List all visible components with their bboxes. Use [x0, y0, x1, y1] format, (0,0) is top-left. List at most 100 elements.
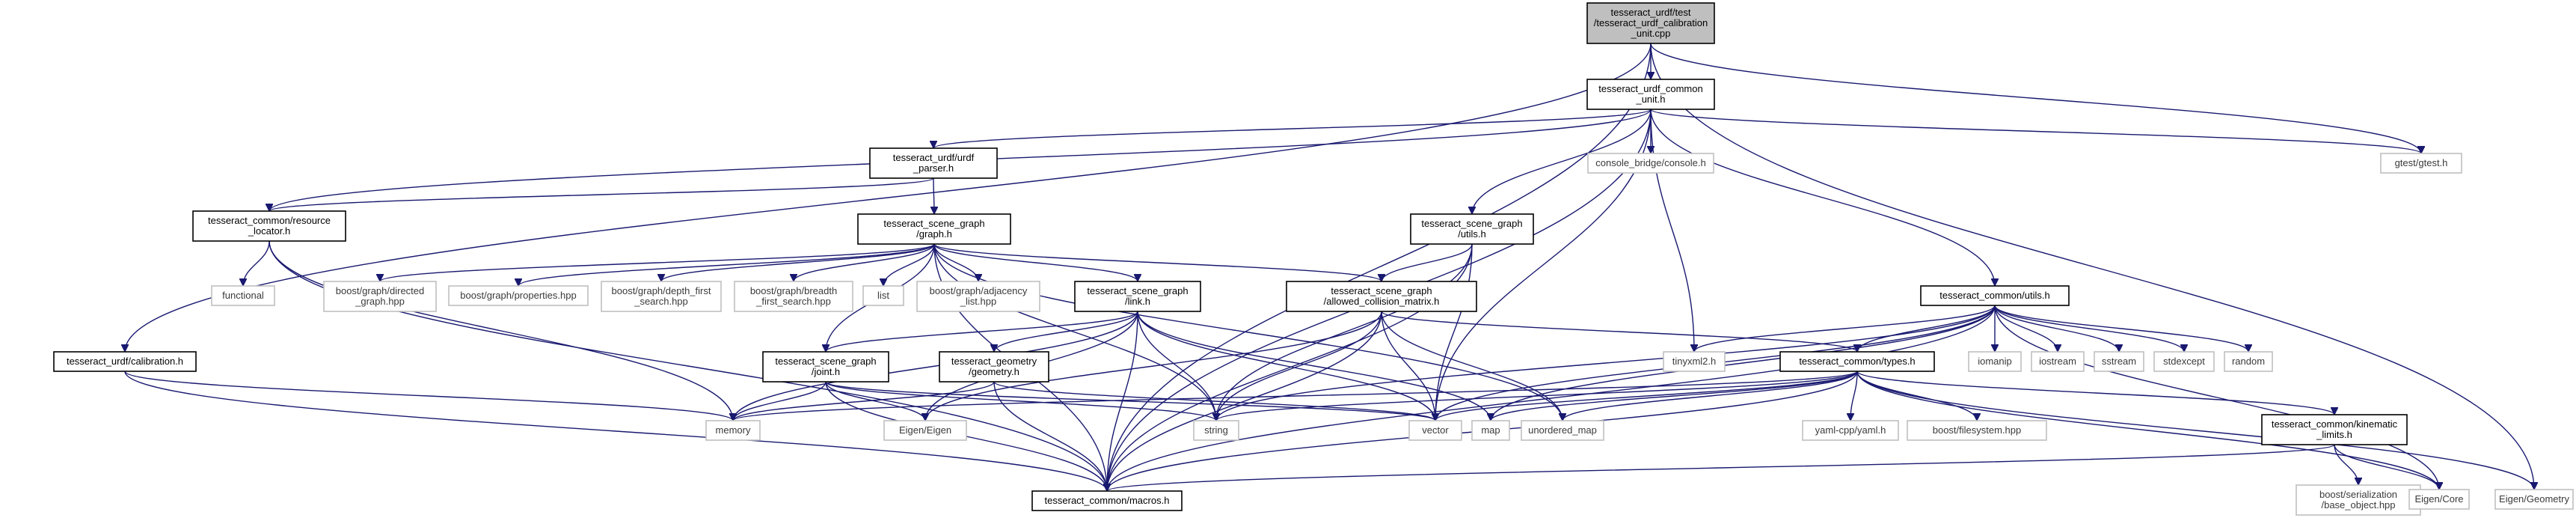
node-label-line: tesseract_scene_graph: [775, 356, 876, 367]
edge-common_utils-to-map: [1491, 305, 1996, 421]
node-acm[interactable]: tesseract_scene_graph/allowed_collision_…: [1286, 281, 1477, 312]
node-label-line: yaml-cpp/yaml.h: [1815, 424, 1886, 436]
node-box: [2031, 351, 2085, 372]
node-calibration[interactable]: tesseract_urdf/calibration.h: [53, 351, 197, 372]
node-label-line: console_bridge/console.h: [1595, 157, 1705, 168]
edge-link_h-to-geometry_h: [994, 311, 1138, 353]
node-box: [323, 281, 437, 312]
node-box: [857, 213, 1011, 245]
edge-kinematic-to-macros: [1107, 444, 2335, 492]
nodes-layer: tesseract_urdf/test/tesseract_urdf_calib…: [53, 2, 2574, 516]
node-label-line: boost/graph/properties.hpp: [460, 290, 576, 301]
edge-graph_h-to-acm: [933, 243, 1381, 282]
node-box: [762, 351, 889, 383]
node-box: [2224, 351, 2273, 372]
node-label-line: _limits.h: [2316, 429, 2352, 440]
node-properties: boost/graph/properties.hpp: [448, 285, 589, 306]
node-label-line: tesseract_common/utils.h: [1939, 290, 2049, 301]
edge-types_h-to-yaml: [1850, 371, 1858, 421]
node-label-line: list: [877, 290, 889, 301]
node-label-line: tesseract_scene_graph: [1421, 218, 1522, 229]
node-graph-h[interactable]: tesseract_scene_graph/graph.h: [857, 213, 1011, 245]
edge-root-to-macros: [1107, 43, 1652, 491]
edge-common_utils-to-tinyxml: [1694, 305, 1996, 353]
edge-common_unit-to-gtest: [1650, 109, 2421, 154]
node-label-line: tesseract_urdf/urdf: [893, 152, 975, 163]
node-label-line: vector: [1422, 424, 1449, 436]
node-box: [2494, 489, 2574, 510]
node-label-line: string: [1204, 424, 1228, 436]
edge-acm-to-eigen: [925, 311, 1382, 421]
node-types-h[interactable]: tesseract_common/types.h: [1779, 351, 1935, 372]
edge-sg_utils-to-string: [1216, 243, 1473, 421]
node-box: [53, 351, 197, 372]
node-iomanip: iomanip: [1968, 351, 2022, 372]
node-serialization: boost/serialization/base_object.hpp: [2296, 484, 2421, 516]
node-label-line: Eigen/Geometry: [2499, 493, 2569, 505]
node-box: [1663, 351, 1726, 372]
edge-types_h-to-map: [1491, 371, 1858, 421]
node-joint-h[interactable]: tesseract_scene_graph/joint.h: [762, 351, 889, 383]
node-resource-locator[interactable]: tesseract_common/resource_locator.h: [192, 210, 346, 242]
node-box: [705, 420, 761, 441]
node-label-line: /allowed_collision_matrix.h: [1324, 296, 1440, 307]
edge-graph_h-to-bfs: [794, 243, 935, 282]
edge-common_utils-to-stdexcept: [1994, 305, 2184, 353]
node-box: [601, 281, 722, 312]
edge-geometry_h-to-memory: [733, 381, 995, 421]
edge-resource_locator-to-memory: [269, 240, 733, 421]
node-kinematic[interactable]: tesseract_common/kinematic_limits.h: [2261, 414, 2408, 445]
node-dfs: boost/graph/depth_first_search.hpp: [601, 281, 722, 312]
node-label-line: boost/graph/depth_first: [612, 285, 711, 296]
node-label-line: iomanip: [1978, 356, 2012, 367]
node-sg-utils[interactable]: tesseract_scene_graph/utils.h: [1410, 213, 1534, 245]
edge-resource_locator-to-functional: [243, 240, 270, 287]
edge-kinematic-to-serialization: [2334, 444, 2358, 486]
node-common-unit[interactable]: tesseract_urdf_common_unit.h: [1586, 79, 1715, 110]
edge-types_h-to-memory: [733, 371, 1858, 421]
node-label-line: _parser.h: [913, 162, 954, 174]
node-box: [1587, 153, 1714, 174]
node-label-line: tesseract_scene_graph: [1331, 285, 1432, 296]
node-geometry-h[interactable]: tesseract_geometry/geometry.h: [939, 351, 1049, 383]
node-yaml: yaml-cpp/yaml.h: [1802, 420, 1899, 441]
edge-types_h-to-unordered_map: [1563, 371, 1858, 421]
node-functional: functional: [211, 285, 275, 306]
node-iostream: iostream: [2031, 351, 2085, 372]
edge-common_utils-to-sstream: [1994, 305, 2119, 353]
node-box: [2296, 484, 2421, 516]
node-link-h[interactable]: tesseract_scene_graph/link.h: [1074, 281, 1201, 312]
node-common-utils[interactable]: tesseract_common/utils.h: [1920, 285, 2070, 306]
edge-link_h-to-memory: [733, 311, 1138, 421]
node-eigen-geometry: Eigen/Geometry: [2494, 489, 2574, 510]
node-urdf-parser[interactable]: tesseract_urdf/urdf_parser.h: [869, 147, 998, 179]
node-label-line: tesseract_urdf/test: [1611, 7, 1691, 18]
edge-common_unit-to-common_utils: [1650, 109, 1995, 286]
edge-common_utils-to-eigen_core: [1994, 305, 2439, 490]
node-list: list: [862, 285, 904, 306]
edge-common_unit-to-urdf_parser: [933, 109, 1652, 149]
node-box: [2153, 351, 2215, 372]
node-label-line: boost/filesystem.hpp: [1933, 424, 2022, 436]
node-root: tesseract_urdf/test/tesseract_urdf_calib…: [1586, 2, 1715, 44]
node-box: [1031, 490, 1183, 511]
node-label-line: /tesseract_urdf_calibration: [1594, 17, 1708, 28]
node-box: [862, 285, 904, 306]
edge-types_h-to-vector: [1435, 371, 1858, 421]
node-label-line: Eigen/Core: [2414, 493, 2463, 505]
node-random: random: [2224, 351, 2273, 372]
edge-graph_h-to-link_h: [933, 243, 1138, 282]
node-label-line: boost/graph/directed: [336, 285, 425, 296]
node-label-line: boost/graph/breadth: [750, 285, 837, 296]
edge-common_utils-to-random: [1994, 305, 2248, 353]
node-label-line: stdexcept: [2163, 356, 2205, 367]
node-box: [869, 147, 998, 179]
node-unordered-map: unordered_map: [1521, 420, 1604, 441]
node-label-line: iostream: [2039, 356, 2076, 367]
edge-graph_h-to-string: [933, 243, 1216, 421]
node-label-line: unordered_map: [1528, 424, 1597, 436]
node-box: [1193, 420, 1239, 441]
edge-acm-to-string: [1216, 311, 1382, 421]
node-label-line: sstream: [2102, 356, 2136, 367]
node-macros[interactable]: tesseract_common/macros.h: [1031, 490, 1183, 511]
